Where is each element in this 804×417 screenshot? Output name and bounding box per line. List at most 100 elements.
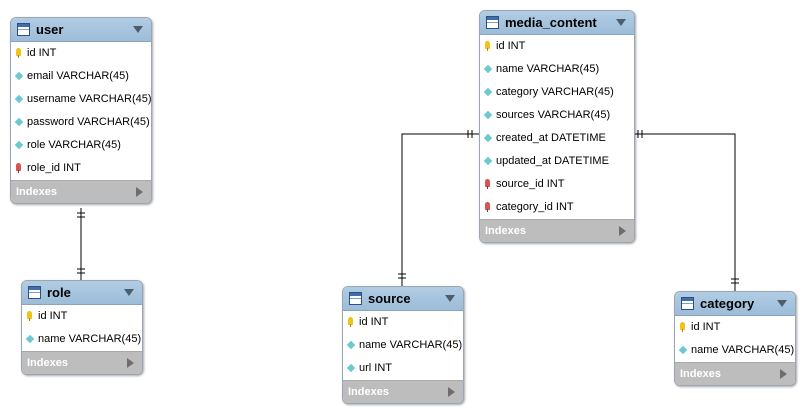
column-label: id INT bbox=[27, 47, 57, 59]
attribute-diamond-icon bbox=[14, 117, 24, 127]
foreign-key-icon bbox=[485, 179, 490, 189]
indexes-label: Indexes bbox=[680, 368, 721, 380]
column-row[interactable]: name VARCHAR(45) bbox=[480, 58, 634, 81]
table-header[interactable]: category bbox=[675, 292, 795, 316]
column-label: name VARCHAR(45) bbox=[359, 339, 463, 351]
column-row[interactable]: id INT bbox=[480, 35, 634, 58]
table-title: role bbox=[47, 285, 71, 300]
table-header[interactable]: source bbox=[343, 287, 463, 311]
foreign-key-icon bbox=[16, 163, 21, 173]
table-title: source bbox=[368, 291, 411, 306]
expand-triangle-icon[interactable] bbox=[448, 387, 455, 397]
column-row[interactable]: url INT bbox=[343, 357, 463, 380]
attribute-diamond-icon bbox=[346, 340, 356, 350]
table-icon bbox=[17, 23, 30, 36]
column-row[interactable]: id INT bbox=[675, 316, 795, 339]
column-label: name VARCHAR(45) bbox=[496, 63, 600, 75]
table-icon bbox=[486, 16, 499, 29]
column-label: id INT bbox=[691, 321, 721, 333]
table-title: user bbox=[36, 22, 64, 37]
primary-key-icon bbox=[348, 317, 353, 327]
collapse-triangle-icon[interactable] bbox=[616, 19, 626, 26]
indexes-label: Indexes bbox=[16, 186, 57, 198]
column-row[interactable]: id INT bbox=[22, 305, 142, 328]
expand-triangle-icon[interactable] bbox=[136, 187, 143, 197]
expand-triangle-icon[interactable] bbox=[780, 369, 787, 379]
column-label: updated_at DATETIME bbox=[496, 155, 609, 167]
column-row[interactable]: name VARCHAR(45) bbox=[22, 328, 142, 351]
column-label: source_id INT bbox=[496, 178, 565, 190]
indexes-label: Indexes bbox=[485, 225, 526, 237]
table-user[interactable]: user id INT email VARCHAR(45) username V… bbox=[10, 17, 152, 204]
column-label: name VARCHAR(45) bbox=[38, 333, 142, 345]
column-label: role_id INT bbox=[27, 162, 81, 174]
primary-key-icon bbox=[27, 311, 32, 321]
table-title: category bbox=[700, 296, 755, 311]
table-icon bbox=[28, 286, 41, 299]
column-label: category VARCHAR(45) bbox=[496, 86, 614, 98]
collapse-triangle-icon[interactable] bbox=[777, 300, 787, 307]
column-row[interactable]: created_at DATETIME bbox=[480, 127, 634, 150]
relationship-media-content-category[interactable] bbox=[633, 130, 739, 291]
table-header[interactable]: user bbox=[11, 18, 151, 42]
column-row[interactable]: category VARCHAR(45) bbox=[480, 81, 634, 104]
column-label: name VARCHAR(45) bbox=[691, 344, 795, 356]
column-row[interactable]: name VARCHAR(45) bbox=[343, 334, 463, 357]
column-row[interactable]: username VARCHAR(45) bbox=[11, 88, 151, 111]
attribute-diamond-icon bbox=[14, 140, 24, 150]
indexes-label: Indexes bbox=[27, 357, 68, 369]
collapse-triangle-icon[interactable] bbox=[124, 289, 134, 296]
table-role[interactable]: role id INT name VARCHAR(45) Indexes bbox=[21, 280, 143, 375]
primary-key-icon bbox=[680, 322, 685, 332]
attribute-diamond-icon bbox=[346, 363, 356, 373]
column-row[interactable]: name VARCHAR(45) bbox=[675, 339, 795, 362]
column-row[interactable]: id INT bbox=[343, 311, 463, 334]
table-media-content[interactable]: media_content id INT name VARCHAR(45) ca… bbox=[479, 10, 635, 243]
column-row[interactable]: category_id INT bbox=[480, 196, 634, 219]
column-row[interactable]: source_id INT bbox=[480, 173, 634, 196]
attribute-diamond-icon bbox=[483, 133, 493, 143]
column-row[interactable]: role_id INT bbox=[11, 157, 151, 180]
attribute-diamond-icon bbox=[483, 87, 493, 97]
indexes-bar[interactable]: Indexes bbox=[675, 362, 795, 385]
table-title: media_content bbox=[505, 15, 597, 30]
attribute-diamond-icon bbox=[14, 94, 24, 104]
attribute-diamond-icon bbox=[483, 64, 493, 74]
indexes-bar[interactable]: Indexes bbox=[22, 351, 142, 374]
indexes-bar[interactable]: Indexes bbox=[343, 380, 463, 403]
attribute-diamond-icon bbox=[25, 334, 35, 344]
column-row[interactable]: password VARCHAR(45) bbox=[11, 111, 151, 134]
column-label: url INT bbox=[359, 362, 392, 374]
indexes-bar[interactable]: Indexes bbox=[480, 219, 634, 242]
primary-key-icon bbox=[16, 48, 21, 58]
table-header[interactable]: role bbox=[22, 281, 142, 305]
table-category[interactable]: category id INT name VARCHAR(45) Indexes bbox=[674, 291, 796, 386]
attribute-diamond-icon bbox=[14, 71, 24, 81]
foreign-key-icon bbox=[485, 202, 490, 212]
column-label: password VARCHAR(45) bbox=[27, 116, 150, 128]
column-label: category_id INT bbox=[496, 201, 574, 213]
column-row[interactable]: id INT bbox=[11, 42, 151, 65]
column-label: id INT bbox=[359, 316, 389, 328]
column-row[interactable]: sources VARCHAR(45) bbox=[480, 104, 634, 127]
column-label: created_at DATETIME bbox=[496, 132, 606, 144]
column-row[interactable]: role VARCHAR(45) bbox=[11, 134, 151, 157]
table-source[interactable]: source id INT name VARCHAR(45) url INT I… bbox=[342, 286, 464, 404]
column-row[interactable]: email VARCHAR(45) bbox=[11, 65, 151, 88]
column-label: id INT bbox=[38, 310, 68, 322]
column-label: sources VARCHAR(45) bbox=[496, 109, 611, 121]
column-label: email VARCHAR(45) bbox=[27, 70, 129, 82]
collapse-triangle-icon[interactable] bbox=[445, 295, 455, 302]
indexes-bar[interactable]: Indexes bbox=[11, 180, 151, 203]
expand-triangle-icon[interactable] bbox=[127, 358, 134, 368]
relationship-user-role[interactable] bbox=[77, 208, 85, 280]
column-row[interactable]: updated_at DATETIME bbox=[480, 150, 634, 173]
expand-triangle-icon[interactable] bbox=[619, 226, 626, 236]
column-label: role VARCHAR(45) bbox=[27, 139, 121, 151]
table-header[interactable]: media_content bbox=[480, 11, 634, 35]
relationship-media-content-source[interactable] bbox=[398, 130, 480, 286]
column-label: username VARCHAR(45) bbox=[27, 93, 152, 105]
collapse-triangle-icon[interactable] bbox=[133, 26, 143, 33]
attribute-diamond-icon bbox=[483, 156, 493, 166]
attribute-diamond-icon bbox=[483, 110, 493, 120]
